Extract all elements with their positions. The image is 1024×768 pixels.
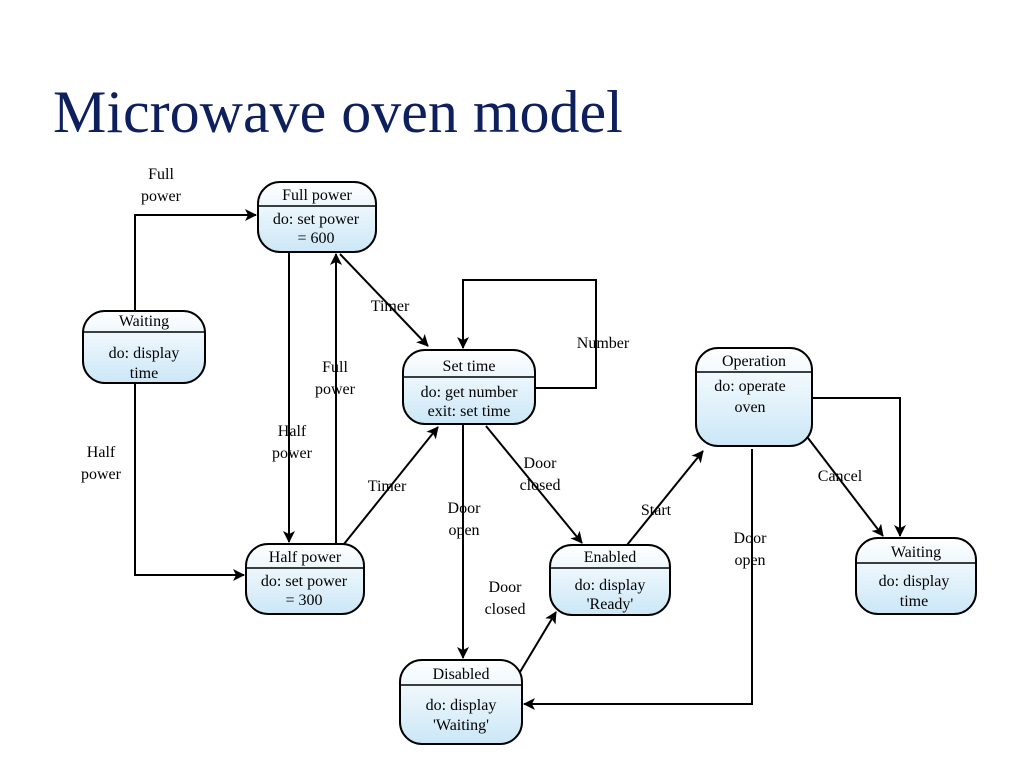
transition-label: open (734, 552, 765, 569)
edge-set-time-to-enabled (485, 425, 583, 544)
transition-label: Door (734, 530, 768, 547)
state-activity: 'Ready' (587, 596, 634, 613)
state-full-power: Full power do: set power = 600 (257, 181, 377, 253)
state-box (855, 537, 977, 615)
transition-label: power (315, 381, 356, 398)
state-activity: oven (734, 399, 765, 416)
state-activity: do: display (879, 573, 950, 590)
transition-label: Number (577, 335, 630, 352)
slide-title: Microwave oven model (53, 79, 623, 145)
transition-label: power (141, 188, 182, 205)
state-activity: do: display (575, 577, 646, 594)
label-start: Start (641, 502, 672, 519)
state-operation: Operation do: operate oven (695, 347, 813, 447)
transition-label: Timer (371, 298, 410, 315)
label-half-power-from-full: Half power (272, 423, 313, 462)
state-activity: time (900, 593, 928, 610)
label-cancel: Cancel (818, 468, 863, 485)
state-box (257, 181, 377, 253)
transition-label: Half (278, 423, 307, 440)
state-waiting-left: Waiting do: display time (82, 310, 206, 384)
state-set-time: Set time do: get number exit: set time (402, 349, 536, 425)
state-activity: time (130, 365, 158, 382)
edge-enabled-to-operation (626, 450, 704, 546)
state-box (82, 310, 206, 384)
state-name: Disabled (433, 666, 490, 683)
edge-disabled-to-enabled (519, 611, 557, 673)
transition-label: Timer (368, 478, 407, 495)
label-number-self-loop: Number (577, 335, 630, 352)
transition-label: Full (148, 166, 174, 183)
edge-set-time-number-loop (457, 279, 597, 389)
edge-waiting-to-half-power (134, 383, 245, 581)
state-activity: do: operate (714, 378, 786, 395)
state-name: Half power (269, 549, 342, 566)
transition-label: Half (87, 444, 116, 461)
state-activity: = 600 (297, 230, 334, 247)
state-activity: do: get number (421, 384, 519, 401)
transition-label: power (272, 445, 313, 462)
edge-half-power-to-set-time (343, 426, 439, 545)
edge-waiting-to-full-power (134, 209, 257, 311)
state-name: Operation (722, 353, 786, 370)
transition-label: Door (448, 500, 482, 517)
label-full-power-from-half: Full power (315, 359, 356, 398)
label-door-open-from-operation: Door open (734, 530, 768, 569)
label-timer-from-half: Timer (368, 478, 407, 495)
transition-label: closed (520, 477, 561, 494)
state-name: Enabled (584, 549, 636, 566)
transition-label: Door (524, 455, 558, 472)
edge-full-power-to-set-time (339, 253, 429, 347)
states: Waiting do: display time Full power do: set … (82, 181, 977, 745)
state-enabled: Enabled do: display 'Ready' (549, 544, 671, 616)
state-name: Full power (282, 187, 352, 204)
state-half-power: Half power do: set power = 300 (245, 543, 365, 615)
transition-label: power (81, 466, 122, 483)
transition-label: Full (322, 359, 348, 376)
label-timer-from-full: Timer (371, 298, 410, 315)
transition-label: Start (641, 502, 672, 519)
state-name: Waiting (891, 544, 941, 561)
transition-label: Door (489, 579, 523, 596)
state-activity: do: display (426, 697, 497, 714)
state-activity: exit: set time (428, 403, 511, 420)
state-box (549, 544, 671, 616)
transition-label: open (448, 522, 479, 539)
state-name: Set time (443, 358, 496, 375)
state-activity: do: display (109, 345, 180, 362)
state-waiting-right: Waiting do: display time (855, 537, 977, 615)
state-activity: do: set power (273, 211, 360, 228)
label-half-power-from-waiting: Half power (81, 444, 122, 483)
edge-operation-loop-to-waiting (812, 397, 906, 537)
edge-operation-to-disabled (523, 449, 753, 710)
state-box (402, 349, 536, 425)
state-activity: do: set power (261, 573, 348, 590)
state-name: Waiting (119, 313, 169, 330)
transition-label: Cancel (818, 468, 863, 485)
state-activity: = 300 (285, 592, 322, 609)
state-box (399, 659, 523, 745)
transition-labels: FullpowerHalfpowerHalfpowerFullpowerTime… (81, 166, 863, 618)
transition-arrows (134, 209, 906, 710)
label-door-open-from-set-time: Door open (448, 500, 482, 539)
state-activity: 'Waiting' (433, 717, 489, 734)
transition-label: closed (485, 601, 526, 618)
state-box (245, 543, 365, 615)
state-disabled: Disabled do: display 'Waiting' (399, 659, 523, 745)
label-door-closed-to-enabled: Door closed (520, 455, 561, 494)
label-full-power-from-waiting: Full power (141, 166, 182, 205)
edge-operation-to-waiting (807, 437, 884, 537)
label-door-closed-from-disabled: Door closed (485, 579, 526, 618)
